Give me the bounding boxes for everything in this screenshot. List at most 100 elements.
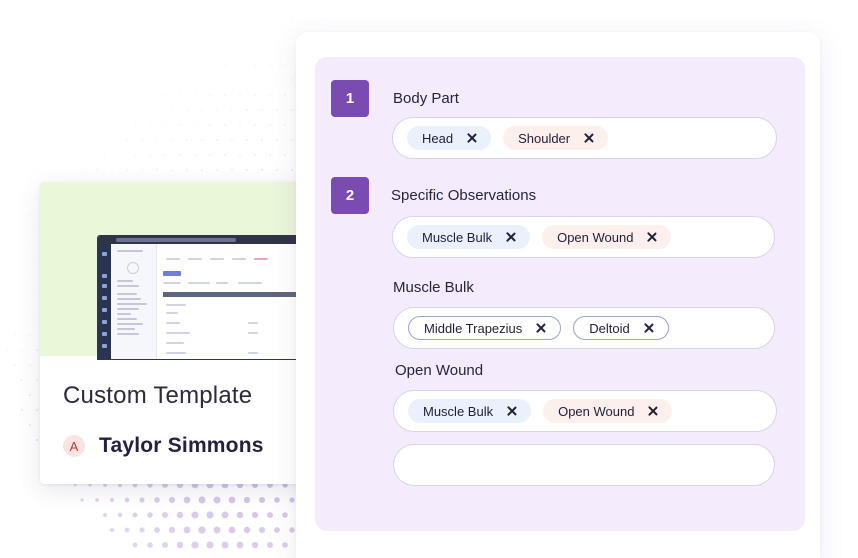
decorative-dot — [183, 526, 191, 534]
decorative-dot — [191, 511, 199, 519]
decorative-dot — [246, 19, 248, 21]
decorative-dot — [209, 154, 211, 156]
decorative-dot — [96, 169, 98, 171]
close-icon[interactable] — [645, 230, 659, 244]
decorative-dot — [119, 154, 121, 156]
decorative-dot — [186, 79, 188, 81]
decorative-dot — [276, 139, 278, 141]
template-title: Custom Template — [63, 382, 253, 409]
decorative-dot — [126, 169, 128, 171]
close-icon[interactable] — [646, 404, 660, 418]
decorative-dot — [291, 169, 293, 171]
decorative-dot — [231, 49, 233, 51]
step-badge-2: 2 — [331, 177, 369, 214]
decorative-dot — [284, 94, 286, 96]
close-icon[interactable] — [504, 230, 518, 244]
decorative-dot — [213, 526, 221, 534]
decorative-dot — [154, 497, 160, 503]
decorative-dot — [6, 319, 8, 321]
decorative-dot — [21, 199, 23, 201]
decorative-dot — [239, 64, 241, 66]
tag-deltoid: Deltoid — [573, 316, 669, 340]
decorative-dot — [126, 79, 128, 81]
decorative-dot — [95, 498, 99, 502]
specific-observations-field[interactable]: Muscle Bulk Open Wound — [392, 216, 775, 258]
decorative-dot — [186, 49, 188, 51]
decorative-dot — [321, 19, 323, 21]
decorative-dot — [228, 496, 236, 504]
decorative-dot — [186, 139, 188, 141]
decorative-dot — [206, 511, 214, 519]
decorative-dot — [224, 64, 226, 66]
decorative-dot — [132, 512, 138, 518]
decorative-dot — [201, 169, 203, 171]
decorative-dot — [186, 169, 188, 171]
template-card[interactable]: Custom Template A Taylor Simmons — [40, 182, 330, 484]
decorative-dot — [161, 511, 169, 519]
close-icon[interactable] — [534, 321, 548, 335]
decorative-dot — [258, 526, 266, 534]
decorative-dot — [104, 154, 106, 156]
decorative-dot — [261, 139, 263, 141]
decorative-dot — [29, 304, 31, 306]
decorative-dot — [126, 109, 128, 111]
decorative-dot — [243, 526, 251, 534]
decorative-dot — [59, 154, 61, 156]
decorative-dot — [59, 124, 61, 126]
close-icon[interactable] — [465, 131, 479, 145]
decorative-dot — [216, 139, 218, 141]
decorative-dot — [224, 94, 226, 96]
open-wound-field[interactable]: Muscle Bulk Open Wound — [393, 390, 777, 432]
decorative-dot — [284, 154, 286, 156]
body-part-field[interactable]: Head Shoulder — [392, 117, 777, 159]
decorative-dot — [269, 34, 271, 36]
decorative-dot — [269, 154, 271, 156]
close-icon[interactable] — [642, 321, 656, 335]
decorative-dot — [96, 79, 98, 81]
decorative-dot — [124, 527, 130, 533]
decorative-dot — [209, 64, 211, 66]
decorative-dot — [276, 19, 278, 21]
template-author: A Taylor Simmons — [63, 434, 264, 458]
decorative-dot — [291, 49, 293, 51]
decorative-dot — [134, 124, 136, 126]
decorative-dot — [119, 94, 121, 96]
decorative-dot — [36, 259, 38, 261]
decorative-dot — [21, 379, 23, 381]
muscle-bulk-field[interactable]: Middle Trapezius Deltoid — [393, 307, 775, 349]
decorative-dot — [149, 154, 151, 156]
field-label-specific-observations: Specific Observations — [391, 187, 537, 204]
decorative-dot — [231, 109, 233, 111]
field-label-body-part: Body Part — [393, 90, 459, 107]
decorative-dot — [251, 541, 259, 549]
tag-shoulder: Shoulder — [503, 126, 609, 150]
decorative-dot — [216, 19, 218, 21]
decorative-dot — [216, 109, 218, 111]
decorative-dot — [96, 109, 98, 111]
decorative-dot — [139, 497, 145, 503]
template-preview — [40, 182, 330, 360]
decorative-dot — [198, 496, 206, 504]
decorative-dot — [231, 169, 233, 171]
decorative-dot — [164, 154, 166, 156]
decorative-dot — [261, 79, 263, 81]
decorative-dot — [176, 541, 184, 549]
decorative-dot — [201, 109, 203, 111]
decorative-dot — [171, 109, 173, 111]
decorative-dot — [239, 154, 241, 156]
decorative-dot — [206, 541, 214, 549]
decorative-dot — [267, 512, 273, 518]
decorative-dot — [119, 124, 121, 126]
decorative-dot — [284, 34, 286, 36]
decorative-dot — [51, 169, 53, 171]
decorative-dot — [216, 79, 218, 81]
decorative-dot — [251, 511, 259, 519]
decorative-dot — [29, 214, 31, 216]
close-icon[interactable] — [505, 404, 519, 418]
close-icon[interactable] — [582, 131, 596, 145]
empty-input-field[interactable] — [393, 444, 775, 486]
decorative-dot — [21, 349, 23, 351]
decorative-dot — [81, 109, 83, 111]
decorative-dot — [209, 124, 211, 126]
decorative-dot — [213, 496, 221, 504]
